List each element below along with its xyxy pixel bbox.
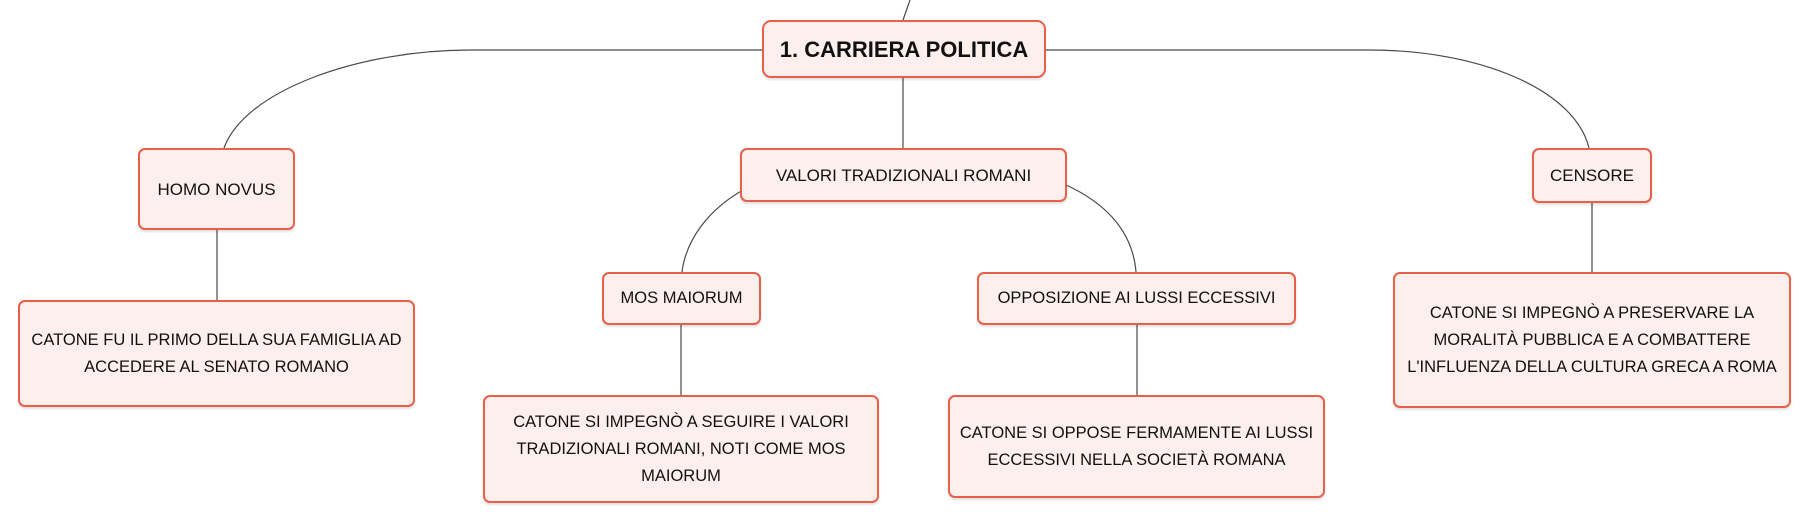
node-opposizione-detail[interactable]: CATONE SI OPPOSE FERMAMENTE AI LUSSI ECC… [948,395,1325,498]
node-censore[interactable]: CENSORE [1532,148,1652,203]
node-valori-tradizionali-romani[interactable]: VALORI TRADIZIONALI ROMANI [740,148,1067,202]
root-node-carriera-politica[interactable]: 1. CARRIERA POLITICA [762,20,1046,78]
node-homo-novus-detail[interactable]: CATONE FU IL PRIMO DELLA SUA FAMIGLIA AD… [18,300,415,407]
connector-valori-to-mos-maiorum [681,189,744,273]
node-opposizione-ai-lussi-eccessivi[interactable]: OPPOSIZIONE AI LUSSI ECCESSIVI [977,272,1296,325]
node-mos-maiorum-detail[interactable]: CATONE SI IMPEGNÒ A SEGUIRE I VALORI TRA… [483,395,879,503]
node-censore-detail[interactable]: CATONE SI IMPEGNÒ A PRESERVARE LA MORALI… [1393,272,1791,408]
node-homo-novus[interactable]: HOMO NOVUS [138,148,295,230]
connector-root-to-homo-novus [223,49,762,149]
connector-valori-to-opposizione [1065,184,1137,273]
node-mos-maiorum[interactable]: MOS MAIORUM [602,272,761,325]
connector-root-to-censore [1046,49,1590,149]
connector-parent-to-root [902,0,911,21]
